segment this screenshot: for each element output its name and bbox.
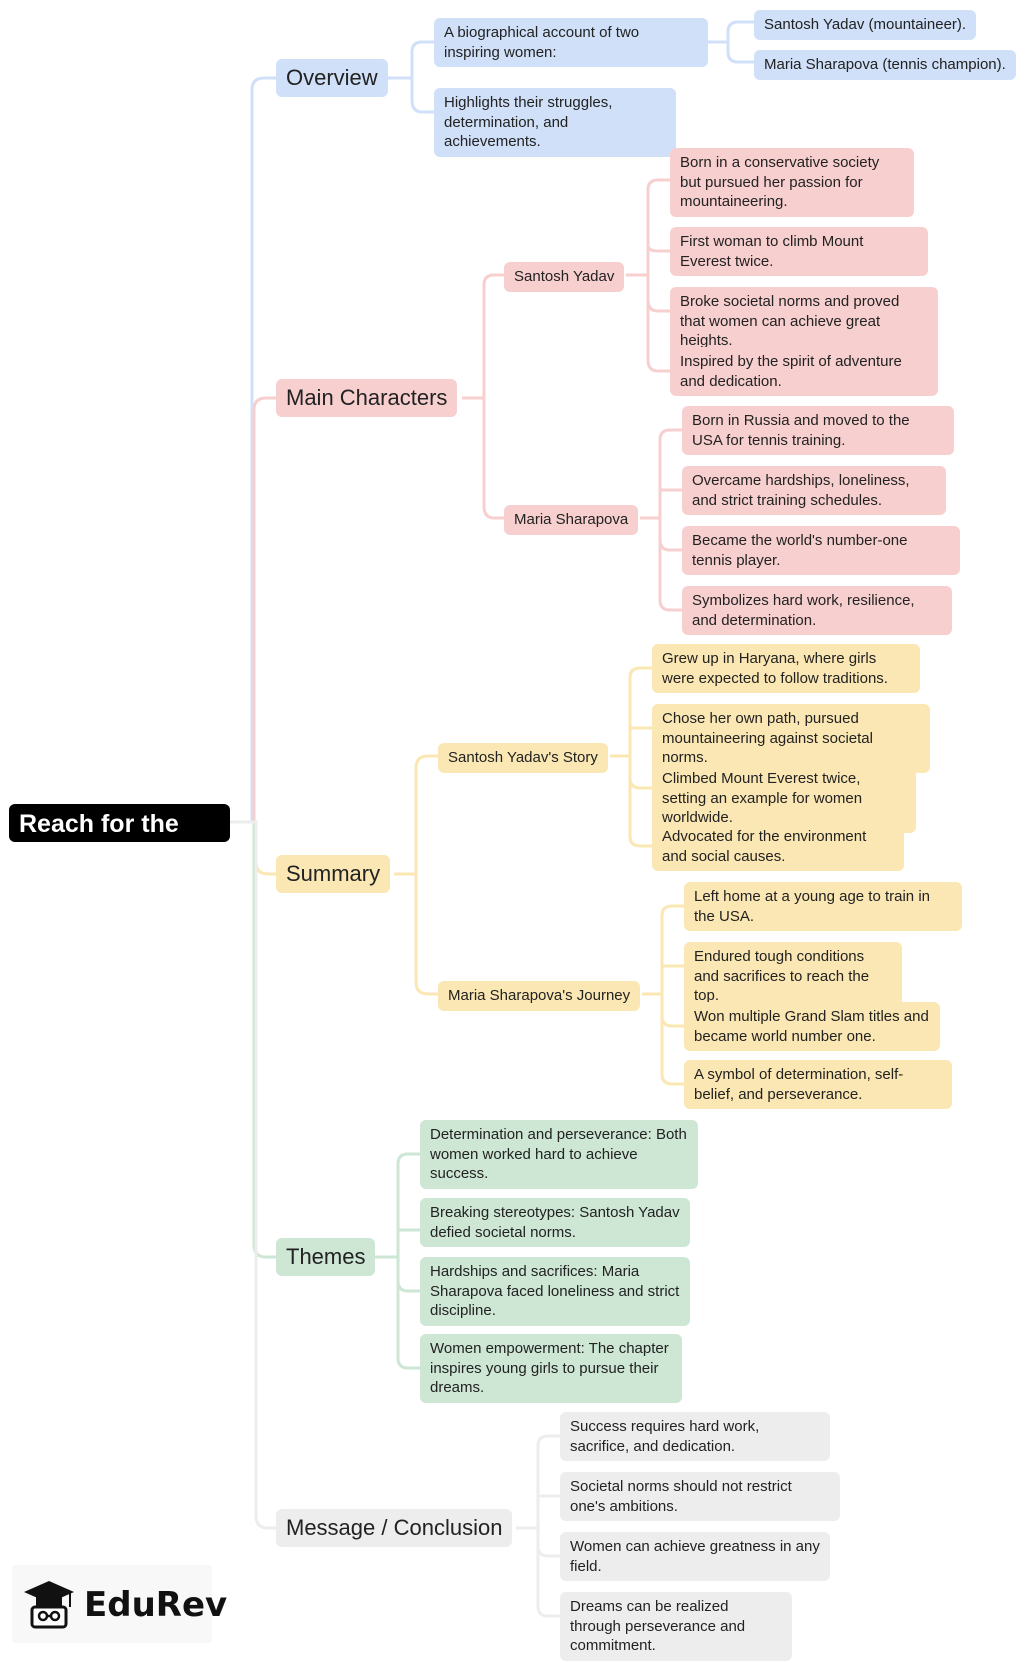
edurev-logo: EduRev xyxy=(12,1565,227,1643)
maria-fact: Born in Russia and moved to the USA for … xyxy=(682,406,954,455)
maria-journey-item: A symbol of determination, self-belief, … xyxy=(684,1060,952,1109)
overview-subitem: Maria Sharapova (tennis champion). xyxy=(754,50,1016,80)
santosh-fact: Inspired by the spirit of adventure and … xyxy=(670,347,938,396)
overview-item: A biographical account of two inspiring … xyxy=(434,18,708,67)
theme-item: Determination and perseverance: Both wom… xyxy=(420,1120,698,1189)
maria-journey-item: Left home at a young age to train in the… xyxy=(684,882,962,931)
branch-overview: Overview xyxy=(276,59,388,97)
santosh-fact: Broke societal norms and proved that wom… xyxy=(670,287,938,356)
santosh-story-item: Grew up in Haryana, where girls were exp… xyxy=(652,644,920,693)
branch-summary: Summary xyxy=(276,855,391,893)
overview-subitem: Santosh Yadav (mountaineer). xyxy=(754,10,977,40)
maria-journey-item: Endured tough conditions and sacrifices … xyxy=(684,942,902,1011)
maria-fact: Became the world's number-one tennis pla… xyxy=(682,526,960,575)
overview-item: Highlights their struggles, determinatio… xyxy=(434,88,676,157)
character-santosh: Santosh Yadav xyxy=(504,262,625,292)
message-item: Societal norms should not restrict one's… xyxy=(560,1472,840,1521)
theme-item: Breaking stereotypes: Santosh Yadav defi… xyxy=(420,1198,690,1247)
theme-item: Women empowerment: The chapter inspires … xyxy=(420,1334,682,1403)
branch-themes: Themes xyxy=(276,1238,376,1276)
logo-text: EduRev xyxy=(84,1585,228,1625)
message-item: Women can achieve greatness in any field… xyxy=(560,1532,830,1581)
message-item: Success requires hard work, sacrifice, a… xyxy=(560,1412,830,1461)
santosh-story-item: Chose her own path, pursued mountaineeri… xyxy=(652,704,930,773)
santosh-fact: First woman to climb Mount Everest twice… xyxy=(670,227,928,276)
theme-item: Hardships and sacrifices: Maria Sharapov… xyxy=(420,1257,690,1326)
graduation-cap-icon xyxy=(24,1581,74,1629)
maria-fact: Symbolizes hard work, resilience, and de… xyxy=(682,586,952,635)
santosh-story-item: Climbed Mount Everest twice, setting an … xyxy=(652,764,916,833)
summary-santosh: Santosh Yadav's Story xyxy=(438,743,608,773)
summary-maria: Maria Sharapova's Journey xyxy=(438,981,641,1011)
branch-main-characters: Main Characters xyxy=(276,379,458,417)
maria-journey-item: Won multiple Grand Slam titles and becam… xyxy=(684,1002,940,1051)
message-item: Dreams can be realized through persevera… xyxy=(560,1592,792,1661)
character-maria: Maria Sharapova xyxy=(504,505,639,535)
santosh-story-item: Advocated for the environment and social… xyxy=(652,822,904,871)
maria-fact: Overcame hardships, loneliness, and stri… xyxy=(682,466,946,515)
santosh-fact: Born in a conservative society but pursu… xyxy=(670,148,914,217)
root-node: Reach for the Top xyxy=(9,804,230,868)
branch-message: Message / Conclusion xyxy=(276,1509,513,1547)
